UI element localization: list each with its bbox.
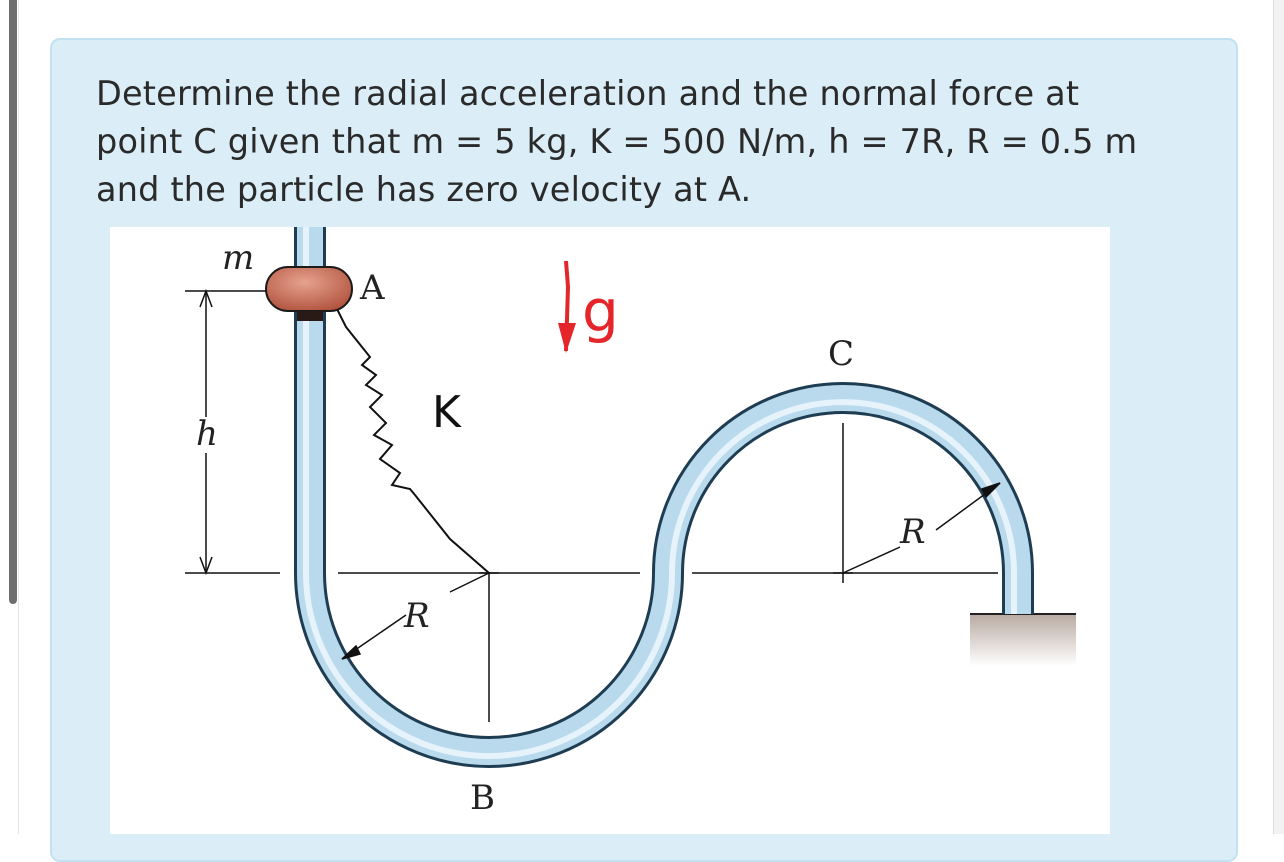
point-a-label: A [359, 268, 385, 308]
gravity-annotation: g [558, 260, 619, 353]
center-marks [341, 423, 1001, 722]
point-c-label: C [828, 334, 854, 374]
track-diagram: m A h R R C B K g [185, 227, 1076, 818]
spring [315, 283, 490, 574]
radius-label-left: R [403, 596, 430, 636]
problem-figure: m A h R R C B K g [110, 227, 1110, 834]
point-b-label: B [470, 778, 495, 818]
radius-label-right: R [899, 512, 926, 552]
height-label: h [196, 414, 218, 454]
collar-mass [265, 266, 353, 321]
mass-label: m [222, 238, 254, 278]
right-border [1273, 0, 1284, 834]
spring-constant-label: K [432, 387, 462, 438]
scrollbar-thumb[interactable] [9, 0, 17, 604]
question-text: Determine the radial acceleration and th… [96, 74, 1138, 209]
height-dimension [185, 288, 275, 576]
scrollbar-track[interactable] [0, 0, 19, 834]
gravity-label: g [582, 277, 619, 345]
ground-support [970, 613, 1076, 666]
curved-tube [294, 227, 1034, 768]
